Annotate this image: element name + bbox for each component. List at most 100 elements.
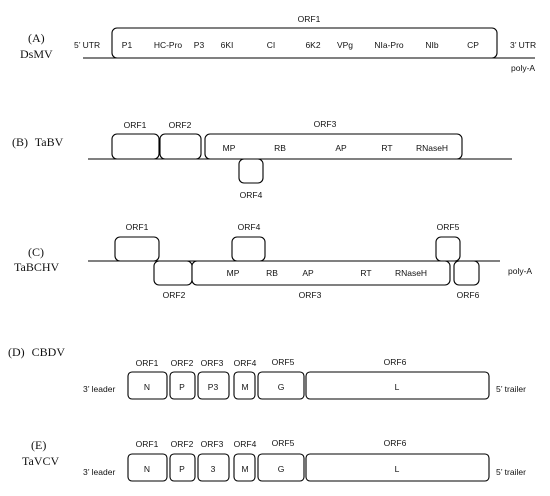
panel-c-gene-mp: MP [227,268,240,278]
panel-a-orf1-polyprotein-box [111,27,498,59]
panel-a-3utr-label: 3’ UTR [510,40,536,50]
panel-e-orf3-label: ORF3 [201,439,224,449]
panel-a-gene-cp: CP [467,40,479,50]
panel-b-gene-mp: MP [223,143,236,153]
panel-a-5utr-label: 5’ UTR [74,40,100,50]
panel-a-gene-nib: NIb [425,40,439,50]
panel-a-gene-vpg: VPg [337,40,353,50]
panel-a-gene-6k2: 6K2 [305,40,320,50]
panel-e-gene-g-box [257,453,305,482]
panel-e-gene-g: G [278,464,285,474]
panel-c-virus-name: TaBCHV [14,260,59,274]
panel-b-gene-ap: AP [335,143,347,153]
panel-e-gene-n-box [127,453,168,482]
panel-c-orf6-label: ORF6 [457,290,480,300]
panel-e-orf2-label: ORF2 [171,439,194,449]
panel-b-letter: (B) [12,135,28,149]
panel-b-gene-rnaseh: RNaseH [416,143,448,153]
panel-d-orf5-label: ORF5 [272,357,295,367]
panel-e-tavcv: (E) TaVCV 3’ leader 5’ trailer ORF1 ORF2… [22,438,526,482]
panel-c-gene-rt: RT [360,268,371,278]
panel-e-gene-l-box [305,453,490,482]
panel-b-virus-name: TaBV [35,135,64,149]
panel-a-polya-label: poly-A [511,63,535,73]
panel-c-orf2-label: ORF2 [163,290,186,300]
panel-e-gene-m-box [233,453,256,482]
panel-c-orf4-label: ORF4 [238,222,261,232]
panel-c-polya-label: poly-A [508,266,532,276]
panel-a-gene-nia-pro: NIa-Pro [374,40,404,50]
panel-d-orf1-label: ORF1 [136,358,159,368]
panel-b-orf4-label: ORF4 [240,190,263,200]
panel-d-virus-name: CBDV [32,345,66,359]
panel-a-gene-p3: P3 [194,40,205,50]
panel-e-gene-l: L [395,464,400,474]
panel-c-orf5-box [435,236,461,262]
panel-d-3leader-label: 3’ leader [83,384,115,394]
panel-a-gene-6ki: 6KI [221,40,234,50]
panel-a-orf1-label: ORF1 [298,14,321,24]
panel-e-3leader-label: 3’ leader [83,467,115,477]
panel-e-letter: (E) [31,438,46,452]
panel-e-orf4-label: ORF4 [234,439,257,449]
panel-d-title: (D) CBDV [8,345,65,359]
panel-d-orf4-label: ORF4 [234,358,257,368]
panel-c-orf3-label: ORF3 [299,290,322,300]
panel-b-tabv: (B) TaBV ORF1 ORF2 ORF3 MP RB AP RT RNas… [12,119,512,200]
panel-b-orf1-box [111,133,160,160]
panel-c-orf4-box [231,236,266,262]
panel-a-virus-name: DsMV [20,47,53,61]
panel-d-gene-p-box [169,371,196,400]
panel-c-gene-rb: RB [266,268,278,278]
panel-d-gene-g: G [278,382,285,392]
panel-d-cbdv: (D) CBDV 3’ leader 5’ trailer ORF1 ORF2 … [8,345,526,400]
panel-b-gene-rb: RB [274,143,286,153]
panel-e-orf5-label: ORF5 [272,438,295,448]
panel-c-orf5-label: ORF5 [437,222,460,232]
panel-d-gene-p3-box [197,371,230,400]
panel-e-gene-p-box [169,453,196,482]
panel-a-gene-p1: P1 [122,40,133,50]
panel-e-gene-m: M [241,464,248,474]
panel-c-orf6-box [453,260,480,286]
panel-c-orf2-box [153,260,193,286]
panel-b-title: (B) TaBV [12,135,64,149]
panel-d-orf2-label: ORF2 [171,358,194,368]
panel-b-orf3-box [204,133,463,160]
panel-c-orf1-label: ORF1 [126,222,149,232]
panel-d-letter: (D) [8,345,25,359]
panel-d-orf6-label: ORF6 [384,357,407,367]
panel-e-gene-3: 3 [211,464,216,474]
panel-b-orf3-label: ORF3 [314,119,337,129]
panel-e-orf6-label: ORF6 [384,438,407,448]
panel-d-gene-p: P [179,382,185,392]
panel-b-orf1-label: ORF1 [124,120,147,130]
panel-c-gene-rnaseh: RNaseH [395,268,427,278]
panel-b-orf4-box [238,158,264,184]
panel-b-orf2-label: ORF2 [169,120,192,130]
panel-d-gene-l: L [395,382,400,392]
panel-d-gene-m: M [241,382,248,392]
panel-c-tabchv: (C) TaBCHV poly-A ORF1 ORF4 ORF5 ORF2 MP… [14,222,532,300]
panel-a-gene-hcpro: HC-Pro [154,40,183,50]
panel-e-5trailer-label: 5’ trailer [496,467,526,477]
panel-d-orf3-label: ORF3 [201,358,224,368]
panel-c-orf3-box [191,260,451,286]
panel-c-gene-ap: AP [302,268,314,278]
panel-d-gene-g-box [257,371,305,400]
panel-d-gene-m-box [233,371,256,400]
panel-e-gene-3-box [197,453,230,482]
panel-b-gene-rt: RT [381,143,392,153]
panel-a-gene-ci: CI [267,40,276,50]
panel-d-5trailer-label: 5’ trailer [496,384,526,394]
panel-d-gene-p3: P3 [208,382,219,392]
panel-c-orf1-box [114,236,160,262]
panel-d-gene-n-box [127,371,168,400]
panel-a-letter: (A) [28,31,45,45]
panel-e-gene-p: P [179,464,185,474]
panel-e-gene-n: N [144,464,150,474]
panel-e-virus-name: TaVCV [22,454,59,468]
panel-a-dsmv: (A) DsMV 5’ UTR 3’ UTR poly-A ORF1 P1 HC… [20,14,536,73]
